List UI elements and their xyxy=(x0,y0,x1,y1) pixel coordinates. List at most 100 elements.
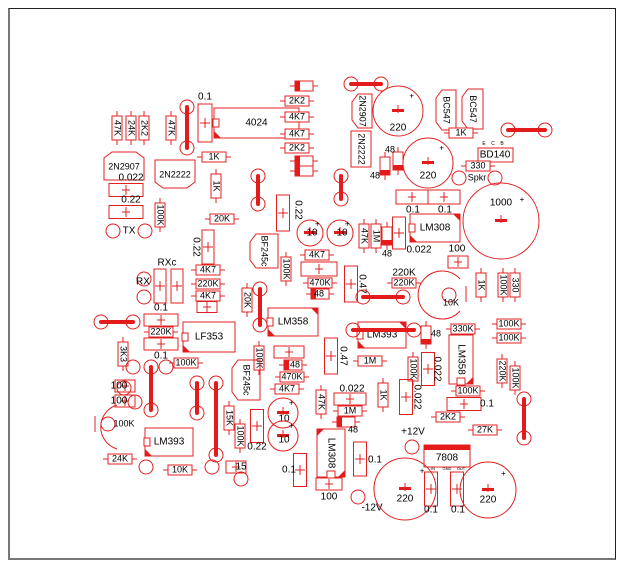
component-label: 48 xyxy=(290,359,300,369)
component-label: 1M xyxy=(344,405,357,415)
component-label: 0.1 xyxy=(198,92,212,103)
diode: 48 xyxy=(370,152,391,180)
capacitor xyxy=(170,268,184,304)
capacitor: 0.1 xyxy=(395,189,429,216)
resistor: 2K2 xyxy=(431,411,465,423)
resistor: 47K xyxy=(358,219,370,253)
board-label: 0.1 xyxy=(282,465,296,476)
component-label: 0.022 xyxy=(411,384,422,409)
component-label: 0.022 xyxy=(431,356,442,381)
component-label: 220 xyxy=(390,123,407,134)
resistor: 100K xyxy=(169,357,203,369)
component-label: BC547 xyxy=(468,95,478,123)
diode: 48 xyxy=(385,144,404,175)
resistor: 100K xyxy=(280,252,292,286)
component-label: 220 xyxy=(420,171,437,182)
component-label: 2N2907 xyxy=(108,161,140,171)
capacitor: 0.22 xyxy=(247,409,267,453)
component-label: 0.022 xyxy=(406,245,431,256)
capacitor xyxy=(114,379,136,393)
component-label: 10K xyxy=(172,464,188,474)
component-label: LM308 xyxy=(325,438,336,469)
board-label: TX xyxy=(123,226,136,237)
component-label: 2N2907 xyxy=(358,95,368,127)
resistor: 2K2 xyxy=(280,142,314,154)
capacitor: 0.22 xyxy=(276,194,303,232)
component-label: 20K xyxy=(214,213,230,223)
component-label: 48 xyxy=(382,248,392,258)
resistor: 100K xyxy=(451,385,485,397)
component-label: 0.22 xyxy=(121,195,141,206)
component-label: 4K7 xyxy=(309,249,325,259)
component-label: 100K xyxy=(499,274,509,295)
component-label: 10 xyxy=(278,414,290,425)
component-label: 2N2222 xyxy=(159,169,191,179)
resistor: 47K xyxy=(111,111,123,145)
component-label: 470K xyxy=(281,371,302,381)
component-label: 100K xyxy=(457,385,478,395)
solder-pad xyxy=(136,289,152,305)
resistor: 220K xyxy=(387,277,421,289)
component-label: 0.47 xyxy=(356,274,367,294)
resistor: 1K xyxy=(197,151,231,163)
component-label: 47K xyxy=(360,228,370,244)
capacitor: 0.022 xyxy=(421,352,442,386)
board-label: 100 xyxy=(449,244,466,255)
resistor: 1M xyxy=(353,355,387,367)
jumper-wire xyxy=(252,281,268,333)
component-label: 100K xyxy=(255,347,265,368)
component-label: 48 xyxy=(370,170,380,180)
pin-label: E xyxy=(482,141,486,147)
component-label: 1K xyxy=(379,389,389,400)
component-label: 0.1 xyxy=(154,351,168,362)
plus-mark: + xyxy=(520,195,525,204)
jumper-wire xyxy=(93,314,141,330)
resistor: 4K7 xyxy=(191,264,225,276)
resistor: 100K xyxy=(497,268,509,302)
resistor: 2K2 xyxy=(280,95,314,107)
diode xyxy=(290,165,318,177)
capacitor: 0.22 xyxy=(108,195,144,219)
component-label: 15K xyxy=(225,410,235,426)
electrolytic-capacitor: +220 xyxy=(402,137,454,189)
electrolytic-capacitor: +10 xyxy=(296,219,324,247)
component-label: 2N2222 xyxy=(357,133,367,165)
ic-chip: LM393 xyxy=(356,321,407,349)
component-label: 2K2 xyxy=(289,95,305,105)
board-label: 0.1 xyxy=(368,455,382,466)
resistor: 1K xyxy=(444,127,478,139)
transistor: 2N2907 xyxy=(103,151,145,181)
capacitor: 0.47 xyxy=(324,337,348,375)
component-label: 1K xyxy=(455,127,466,137)
solder-pad xyxy=(158,359,174,375)
diode: 48 xyxy=(381,222,393,258)
transistor: BF245c xyxy=(231,359,261,401)
plus-mark: + xyxy=(439,144,444,153)
plus-mark: + xyxy=(315,220,320,229)
diode: 48 xyxy=(306,288,334,300)
component-label: 1000 xyxy=(490,198,513,209)
diode: 48 xyxy=(420,321,441,349)
component-label: 100K xyxy=(175,357,196,367)
plus-mark: + xyxy=(289,399,294,408)
resistor: 330 xyxy=(461,160,495,172)
resistor: 47K xyxy=(165,111,177,145)
component-label: 330 xyxy=(511,277,521,292)
component-label: 100K xyxy=(511,367,521,388)
component-label: BF245c xyxy=(242,364,252,396)
electrolytic-capacitor: +220 xyxy=(372,85,424,137)
resistor: 24K xyxy=(125,111,137,145)
diode: 48 xyxy=(332,416,360,434)
board-label: 0.1 xyxy=(154,303,168,314)
component-label: 220 xyxy=(480,495,497,506)
board-label: 100 xyxy=(111,396,128,407)
pin-label: C xyxy=(491,141,495,147)
component-label: BF245c xyxy=(260,235,270,267)
capacitor xyxy=(447,255,469,269)
component-label: 100K xyxy=(498,318,519,328)
solder-pad xyxy=(136,271,152,287)
transistor: 2N2222 xyxy=(154,159,196,189)
capacitor xyxy=(315,477,343,491)
jumper-wire xyxy=(179,99,195,156)
solder-pad xyxy=(233,471,249,487)
